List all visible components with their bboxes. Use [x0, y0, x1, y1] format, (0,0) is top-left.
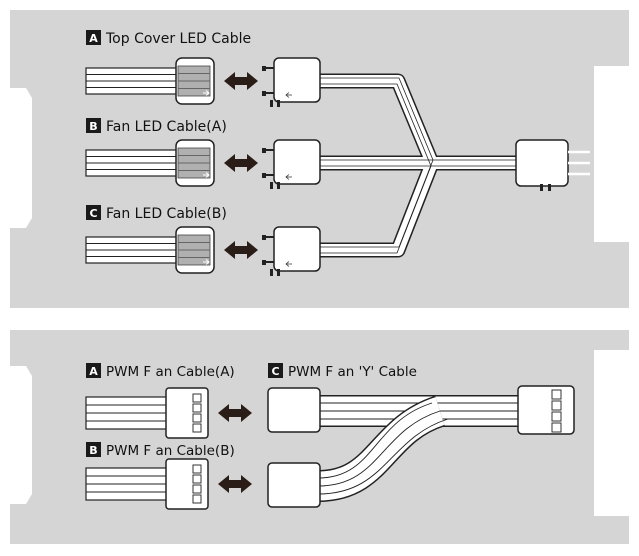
top-male-connectors	[262, 57, 321, 276]
top-label-a: A Top Cover LED Cable	[86, 30, 251, 47]
badge-c-letter: C	[89, 207, 97, 220]
badge-a-letter: A	[89, 32, 98, 45]
top-cable-a-wires	[85, 67, 179, 95]
top-connector-b-female	[175, 139, 215, 187]
top-connector-a-female	[175, 57, 215, 105]
bottom-fan-connectors	[165, 387, 209, 510]
bottom-connector-b	[165, 458, 209, 510]
bottom-panel-background	[10, 330, 629, 544]
badge-c-letter: C	[271, 365, 279, 378]
top-cable-c-wires	[85, 236, 179, 264]
badge-b	[86, 442, 101, 457]
bottom-label-a: A PWM F an Cable(A)	[86, 363, 235, 380]
badge-b-letter: B	[89, 120, 97, 133]
bottom-cable-b-wires	[85, 467, 169, 501]
bottom-cable-a-label: PWM F an Cable(A)	[106, 364, 235, 380]
top-cable-c-label: Fan LED Cable(B)	[106, 206, 227, 222]
bottom-left-cables	[85, 396, 169, 501]
badge-b	[86, 118, 101, 133]
bottom-motherboard-box	[594, 350, 629, 516]
badge-a	[86, 30, 101, 45]
top-device-notch	[10, 88, 32, 228]
top-board-label: Motherboard	[602, 95, 620, 216]
badge-c	[86, 205, 101, 220]
bottom-cable-c-label: PWM F an 'Y' Cable	[288, 364, 417, 380]
bottom-y-cable-wires	[317, 395, 520, 502]
bottom-device-notch	[10, 366, 32, 504]
bottom-label-b: B PWM F an Cable(B)	[86, 442, 235, 459]
bottom-y-fan-ends	[267, 387, 321, 508]
bottom-device-label: CNPS16X	[12, 393, 30, 478]
badge-c	[268, 363, 283, 378]
top-connector-c-male	[262, 226, 321, 276]
y-cable-end-a	[267, 387, 321, 433]
bottom-connector-a	[165, 387, 209, 439]
bottom-cable-a-wires	[85, 396, 169, 430]
bottom-cable-b-label: PWM F an Cable(B)	[106, 443, 235, 459]
top-female-connectors	[175, 57, 215, 274]
bottom-board-connector	[517, 385, 575, 435]
badge-a	[86, 363, 101, 378]
top-connector-a-male	[262, 57, 321, 107]
top-splitter-wires	[318, 73, 520, 258]
top-cable-b-label: Fan LED Cable(A)	[106, 119, 227, 135]
bottom-board-label: Motherboard	[602, 376, 620, 497]
top-left-cables	[85, 67, 179, 264]
top-label-c: C Fan LED Cable(B)	[86, 205, 227, 222]
bottom-panel: CNPS16X Motherboard A PWM F an Cable(A) …	[10, 330, 629, 544]
top-panel: CNPS16X Motherboard A Top Cover LED Cabl…	[10, 10, 629, 308]
top-label-b: B Fan LED Cable(A)	[86, 118, 227, 135]
top-motherboard-box	[594, 66, 629, 242]
badge-a-letter: A	[89, 365, 98, 378]
top-connector-b-male	[262, 139, 321, 189]
badge-b-letter: B	[89, 444, 97, 457]
top-device-label: CNPS16X	[12, 116, 30, 201]
top-connector-c-female	[175, 226, 215, 274]
top-board-connector	[515, 139, 590, 191]
bottom-label-c: C PWM F an 'Y' Cable	[268, 363, 417, 380]
top-cable-a-label: Top Cover LED Cable	[105, 31, 251, 47]
top-cable-b-wires	[85, 149, 179, 177]
y-cable-end-b	[267, 462, 321, 508]
